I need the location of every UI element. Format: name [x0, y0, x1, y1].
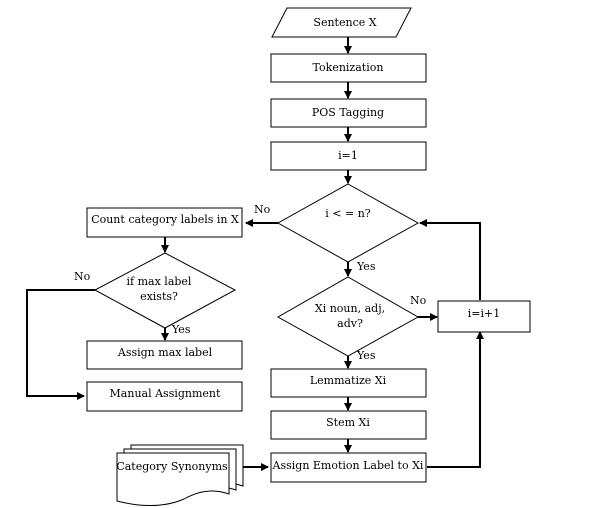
- loop-check-diamond: [276, 183, 420, 263]
- tokenization-label: Tokenization: [313, 61, 384, 74]
- max-no-label: No: [74, 270, 91, 283]
- connectors: [26, 37, 484, 471]
- node-assign-emotion: Assign Emotion Label to Xi: [270, 452, 427, 483]
- pos-check-diamond: [276, 276, 420, 357]
- loop-check-label: i < = n?: [325, 207, 371, 220]
- node-loop-check: i < = n?: [276, 183, 420, 263]
- max-check-diamond: [93, 252, 237, 329]
- synonyms-label: Category Synonyms: [116, 460, 228, 473]
- init-box: [270, 141, 427, 171]
- assign-max-label: Assign max label: [117, 346, 213, 359]
- count-labels-label: Count category labels in X: [91, 213, 239, 226]
- increment-box: [437, 300, 531, 333]
- pos-check-label-line1: Xi noun, adj,: [315, 302, 385, 315]
- max-check-label-line1: if max label: [127, 275, 192, 288]
- node-pos-tagging: POS Tagging: [270, 98, 427, 128]
- node-sentence: Sentence X: [271, 7, 412, 38]
- pos-tagging-box: [270, 98, 427, 128]
- edge-increment-to-loop: [419, 219, 481, 300]
- assign-emotion-label: Assign Emotion Label to Xi: [272, 459, 424, 472]
- node-max-check: if max label exists?: [93, 252, 237, 329]
- stem-label: Stem Xi: [326, 416, 370, 429]
- node-pos-check: Xi noun, adj, adv?: [276, 276, 420, 357]
- increment-label: i=i+1: [468, 307, 500, 320]
- max-yes-label: Yes: [171, 323, 191, 336]
- node-manual: Manual Assignment: [86, 381, 243, 412]
- node-tokenization: Tokenization: [270, 53, 427, 83]
- sentence-label: Sentence X: [313, 16, 376, 29]
- pos-yes-label: Yes: [356, 349, 376, 362]
- lemmatize-box: [270, 368, 427, 398]
- pos-tagging-label: POS Tagging: [312, 106, 384, 119]
- node-synonyms: Category Synonyms: [116, 444, 244, 507]
- node-stem: Stem Xi: [270, 410, 427, 440]
- assign-max-box: [86, 340, 243, 370]
- manual-label: Manual Assignment: [110, 387, 221, 400]
- pos-no-label: No: [410, 294, 427, 307]
- assign-emotion-box: [270, 452, 427, 483]
- lemmatize-label: Lemmatize Xi: [310, 374, 387, 387]
- manual-box: [86, 381, 243, 412]
- node-increment: i=i+1: [437, 300, 531, 333]
- init-label: i=1: [338, 149, 358, 162]
- count-labels-box: [86, 207, 243, 238]
- pos-check-label-line2: adv?: [337, 317, 363, 330]
- node-lemmatize: Lemmatize Xi: [270, 368, 427, 398]
- loop-no-label: No: [254, 203, 271, 216]
- node-assign-max: Assign max label: [86, 340, 243, 370]
- node-init: i=1: [270, 141, 427, 171]
- edge-assign-to-increment: [427, 331, 484, 468]
- node-count-labels: Count category labels in X: [86, 207, 243, 238]
- sentence-parallelogram: [271, 7, 412, 38]
- edge-max-no-to-manual: [26, 289, 95, 400]
- synonyms-doc-front: [116, 452, 230, 507]
- max-check-label-line2: exists?: [140, 290, 178, 303]
- stem-box: [270, 410, 427, 440]
- tokenization-box: [270, 53, 427, 83]
- loop-yes-label: Yes: [356, 260, 376, 273]
